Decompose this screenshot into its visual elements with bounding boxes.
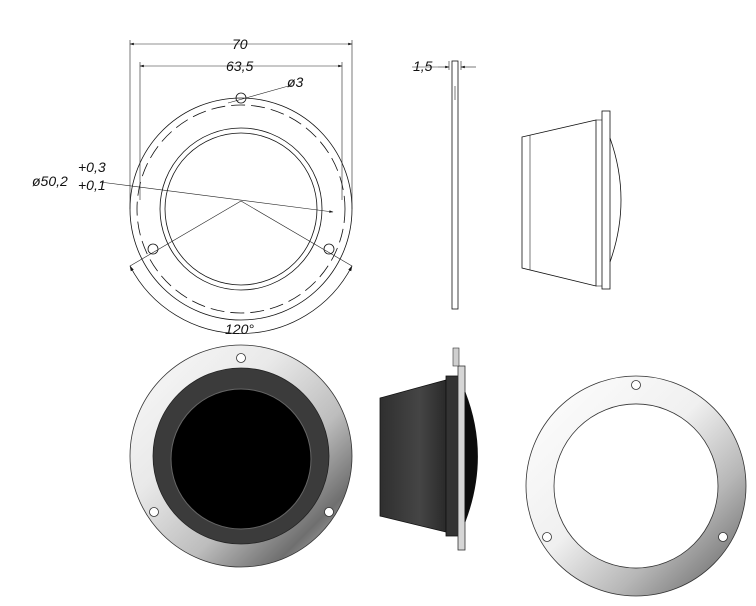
flange-plate (451, 60, 459, 310)
shaded-flange-edge (457, 365, 466, 551)
angle-arc (129, 265, 353, 334)
dim-flange-thickness: 1,5 (413, 58, 433, 74)
front-view: 70 63,5 ø3 +0,3 ø50,2 +0,1 120° (32, 36, 353, 337)
ring-hole-left (542, 532, 552, 542)
shaded-hole-top (236, 353, 246, 363)
flange-ring-shape (525, 375, 747, 597)
bore-circle-inner (164, 132, 318, 286)
shaded-housing-body (379, 379, 447, 533)
mount-hole-right (323, 243, 335, 255)
assembly-flange-outline (601, 110, 611, 290)
shaded-front-view (129, 344, 353, 568)
dim-hole-circle: 63,5 (226, 58, 253, 74)
dim-bore-label: ø50,2 (32, 173, 68, 189)
flange-outer-circle (129, 97, 353, 321)
ring-hole-top (631, 380, 641, 390)
lens-dome-outline (609, 137, 622, 263)
housing-body-outline (521, 119, 597, 287)
hole-circle-dashed (136, 104, 346, 314)
dim-hole-angle: 120° (225, 321, 254, 337)
mount-hole-left (147, 243, 159, 255)
shaded-flange-tab (452, 347, 460, 367)
shaded-lens-dome (464, 391, 478, 523)
dim-outer-diameter: 70 (232, 36, 248, 52)
shaded-side-view (379, 347, 478, 551)
shaded-hole-right (324, 507, 334, 517)
shaded-housing-step (445, 375, 459, 537)
shaded-hole-left (149, 507, 159, 517)
dim-bore-tol-upper: +0,3 (78, 159, 106, 175)
bore-circle-outer (159, 127, 323, 291)
flange-side-view: 1,5 (412, 58, 476, 310)
ring-hole-right (718, 532, 728, 542)
flange-ring-view (525, 375, 747, 597)
shaded-lens (170, 388, 312, 530)
assembly-side-view (521, 110, 622, 290)
dim-hole-diameter: ø3 (287, 74, 304, 90)
dim-bore-tol-lower: +0,1 (78, 177, 106, 193)
